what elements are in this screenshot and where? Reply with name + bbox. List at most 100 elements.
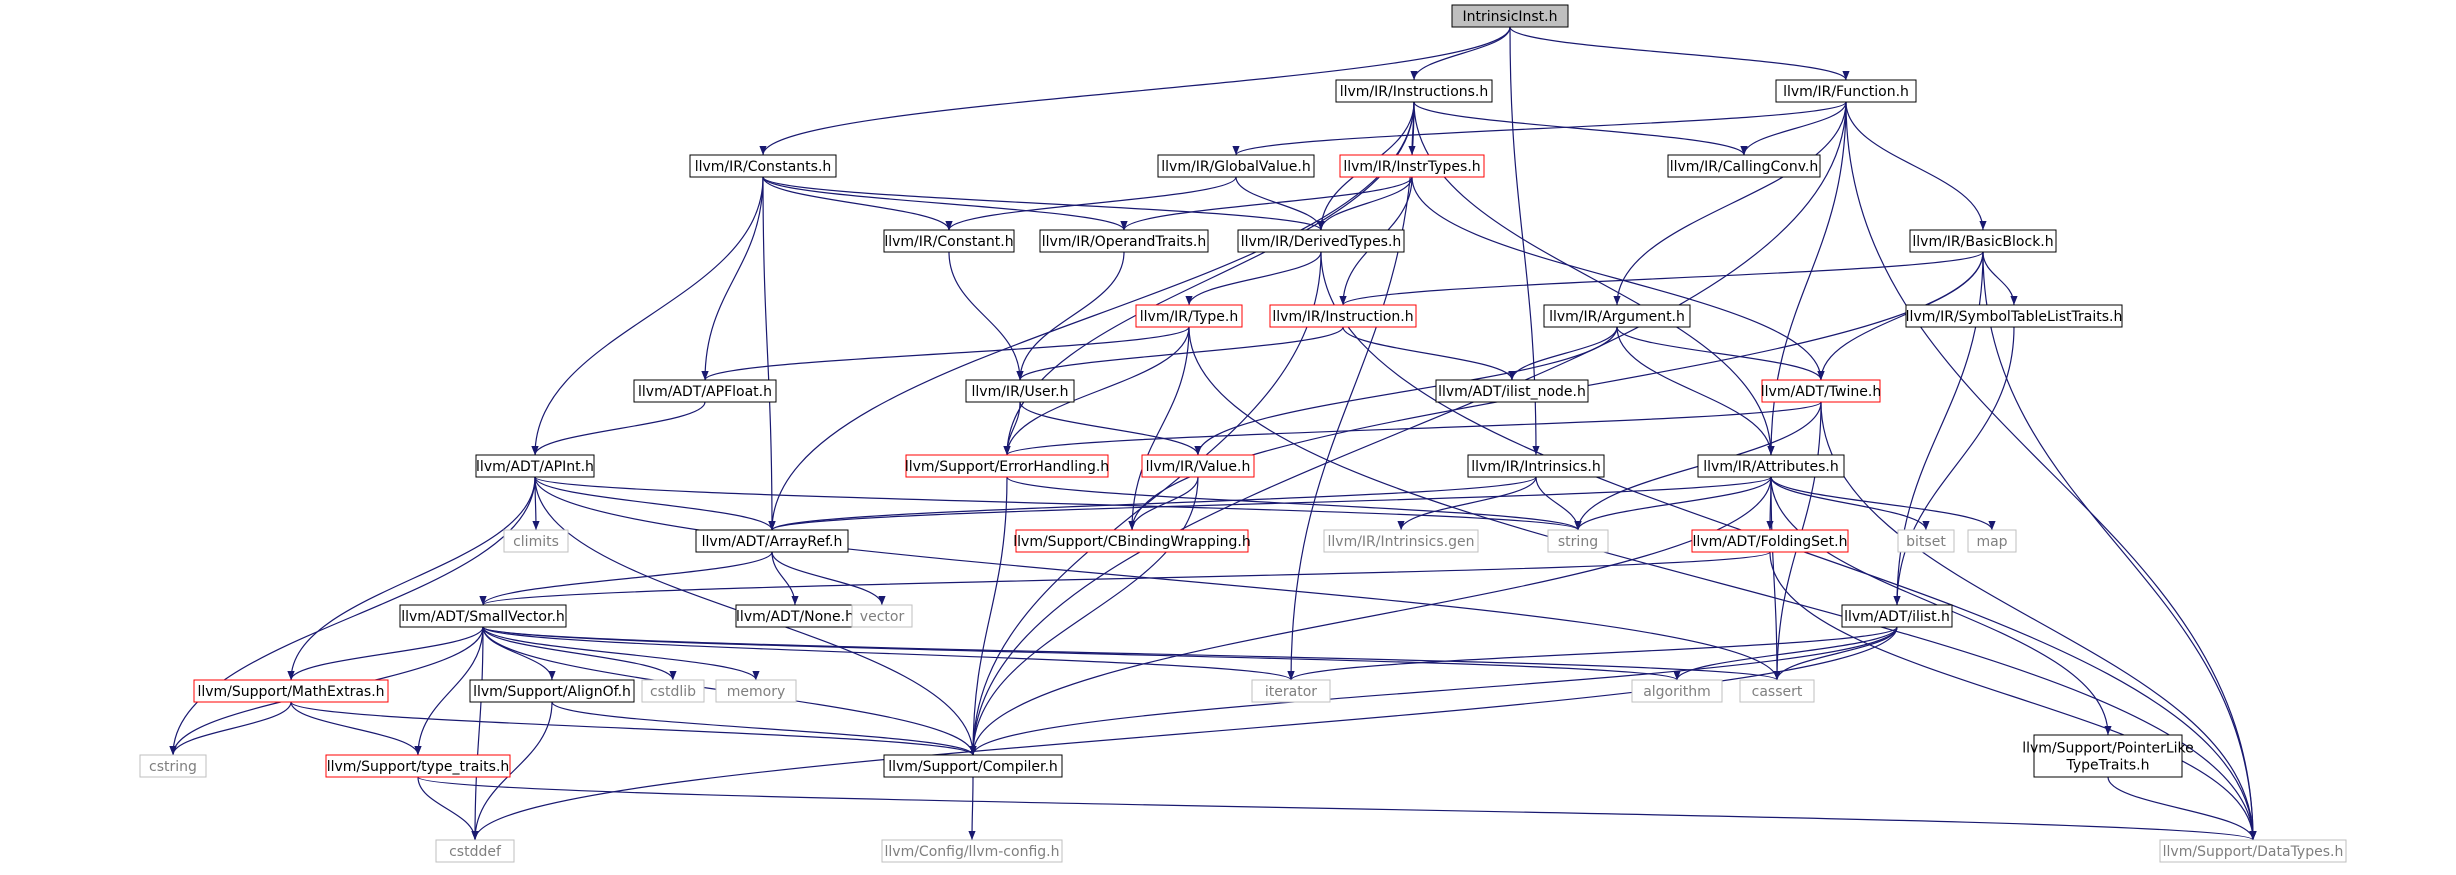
node-box: [883, 754, 1063, 778]
node-derivedtypes[interactable]: llvm/IR/DerivedTypes.h: [1237, 229, 1405, 253]
node-label: llvm/IR/Instructions.h: [1340, 84, 1489, 100]
edge-instrtypes-to-operandtraits: [1120, 176, 1413, 231]
node-intrinsicinst[interactable]: IntrinsicInst.h: [1451, 4, 1569, 28]
node-box: [2033, 734, 2183, 778]
node-label: llvm/IR/DerivedTypes.h: [1241, 234, 1402, 250]
node-box: [1015, 529, 1249, 553]
node-cstdlib: cstdlib: [641, 679, 705, 703]
edge-basicblock-to-symboltable: [1982, 251, 2018, 306]
edge-instructions-to-callingconv: [1413, 101, 1748, 156]
node-box: [905, 454, 1109, 478]
node-none[interactable]: llvm/ADT/None.h: [735, 604, 855, 628]
node-instrtypes[interactable]: llvm/IR/InstrTypes.h: [1339, 154, 1485, 178]
node-ilist[interactable]: llvm/ADT/ilist.h: [1841, 604, 1953, 628]
node-errorhandling[interactable]: llvm/Support/ErrorHandling.h: [905, 454, 1109, 478]
node-apint[interactable]: llvm/ADT/APInt.h: [475, 454, 595, 478]
node-label: algorithm: [1643, 684, 1711, 700]
node-intrinsics[interactable]: llvm/IR/Intrinsics.h: [1467, 454, 1605, 478]
node-box: [1135, 304, 1243, 328]
node-label: llvm/Support/type_traits.h: [327, 759, 510, 775]
node-label: cstdlib: [650, 684, 696, 700]
edge-operandtraits-to-user: [1016, 251, 1125, 381]
node-attributes[interactable]: llvm/IR/Attributes.h: [1697, 454, 1845, 478]
header-nodes: IntrinsicInst.h llvm/IR/Instructions.h llv…: [139, 4, 2347, 863]
edge-alignof-to-cstddef: [471, 701, 553, 841]
edge-attributes-to-compiler: [969, 476, 1772, 756]
node-user[interactable]: llvm/IR/User.h: [965, 379, 1075, 403]
node-box: [1667, 154, 1821, 178]
node-instruction[interactable]: llvm/IR/Instruction.h: [1269, 304, 1417, 328]
edge-ilist-to-iterator: [1287, 626, 1898, 681]
edge-constants-to-apint: [531, 176, 764, 456]
node-type[interactable]: llvm/IR/Type.h: [1135, 304, 1243, 328]
edge-user-to-errorhandling: [1003, 401, 1021, 456]
node-value[interactable]: llvm/IR/Value.h: [1141, 454, 1255, 478]
edge-apint-to-string: [534, 476, 1582, 531]
node-label: llvm/Config/llvm-config.h: [885, 844, 1060, 860]
node-twine[interactable]: llvm/ADT/Twine.h: [1761, 379, 1881, 403]
node-box: [1157, 154, 1315, 178]
node-function[interactable]: llvm/IR/Function.h: [1775, 79, 1917, 103]
edge-globalvalue-to-constant: [945, 176, 1237, 231]
node-instructions[interactable]: llvm/IR/Instructions.h: [1335, 79, 1493, 103]
edge-mathextras-to-typetraits: [290, 701, 422, 756]
node-memory: memory: [715, 679, 797, 703]
node-argument[interactable]: llvm/IR/Argument.h: [1543, 304, 1691, 328]
node-box: [1543, 304, 1691, 328]
node-constants[interactable]: llvm/IR/Constants.h: [689, 154, 837, 178]
edge-type-to-errorhandling: [1003, 326, 1190, 456]
dependency-edges: [169, 26, 2257, 841]
node-callingconv[interactable]: llvm/IR/CallingConv.h: [1667, 154, 1821, 178]
edge-user-to-value: [1019, 401, 1202, 456]
node-smallvector[interactable]: llvm/ADT/SmallVector.h: [399, 604, 567, 628]
edge-function-to-basicblock: [1845, 101, 1987, 231]
edge-arrayref-to-vector: [771, 551, 886, 606]
edge-type-to-datatypes: [1188, 326, 2257, 841]
edge-typetraits-to-cstddef: [417, 776, 479, 841]
edge-instrtypes-to-twine: [1411, 176, 1825, 381]
edge-apfloat-to-apint: [531, 401, 706, 456]
node-box: [1739, 679, 1815, 703]
edge-attributes-to-arrayref: [768, 476, 1772, 531]
node-intrinsicsgen: llvm/IR/Intrinsics.gen: [1323, 529, 1479, 553]
node-box: [851, 604, 913, 628]
node-basicblock[interactable]: llvm/IR/BasicBlock.h: [1909, 229, 2057, 253]
node-label: iterator: [1265, 684, 1317, 700]
edge-argument-to-attributes: [1616, 326, 1775, 456]
node-string: string: [1547, 529, 1609, 553]
edge-constant-to-user: [948, 251, 1024, 381]
node-apfloat[interactable]: llvm/ADT/APFloat.h: [633, 379, 777, 403]
node-arrayref[interactable]: llvm/ADT/ArrayRef.h: [695, 529, 849, 553]
node-label: llvm/IR/Value.h: [1146, 459, 1251, 475]
edge-smallvector-to-typetraits: [414, 626, 484, 756]
node-label: llvm/IR/SymbolTableListTraits.h: [1906, 309, 2123, 325]
node-compiler[interactable]: llvm/Support/Compiler.h: [883, 754, 1063, 778]
node-box: [503, 529, 569, 553]
node-label: llvm/IR/OperandTraits.h: [1042, 234, 1206, 250]
node-label: map: [1976, 534, 2007, 550]
edge-smallvector-to-iterator: [482, 626, 1295, 681]
node-mathextras[interactable]: llvm/Support/MathExtras.h: [193, 679, 389, 703]
node-label: llvm/IR/User.h: [972, 384, 1069, 400]
node-box: [689, 154, 837, 178]
edge-type-to-apfloat: [701, 326, 1190, 381]
node-box: [2159, 839, 2347, 863]
node-symboltable[interactable]: llvm/IR/SymbolTableListTraits.h: [1905, 304, 2123, 328]
edge-twine-to-datatypes: [1820, 401, 2257, 841]
edge-constants-to-apfloat: [701, 176, 764, 381]
node-label: vector: [860, 609, 905, 625]
node-iterator: iterator: [1251, 679, 1331, 703]
node-foldingset[interactable]: llvm/ADT/FoldingSet.h: [1691, 529, 1849, 553]
edge-constants-to-arrayref: [762, 176, 776, 531]
node-alignof[interactable]: llvm/Support/AlignOf.h: [469, 679, 635, 703]
node-cbinding[interactable]: llvm/Support/CBindingWrapping.h: [1013, 529, 1251, 553]
node-label: IntrinsicInst.h: [1463, 9, 1558, 25]
node-ilistnode[interactable]: llvm/ADT/ilist_node.h: [1435, 379, 1589, 403]
node-constant[interactable]: llvm/IR/Constant.h: [883, 229, 1015, 253]
node-operandtraits[interactable]: llvm/IR/OperandTraits.h: [1039, 229, 1209, 253]
edge-instruction-to-user: [1016, 326, 1344, 381]
node-typetraits[interactable]: llvm/Support/type_traits.h: [325, 754, 511, 778]
node-globalvalue[interactable]: llvm/IR/GlobalValue.h: [1157, 154, 1315, 178]
